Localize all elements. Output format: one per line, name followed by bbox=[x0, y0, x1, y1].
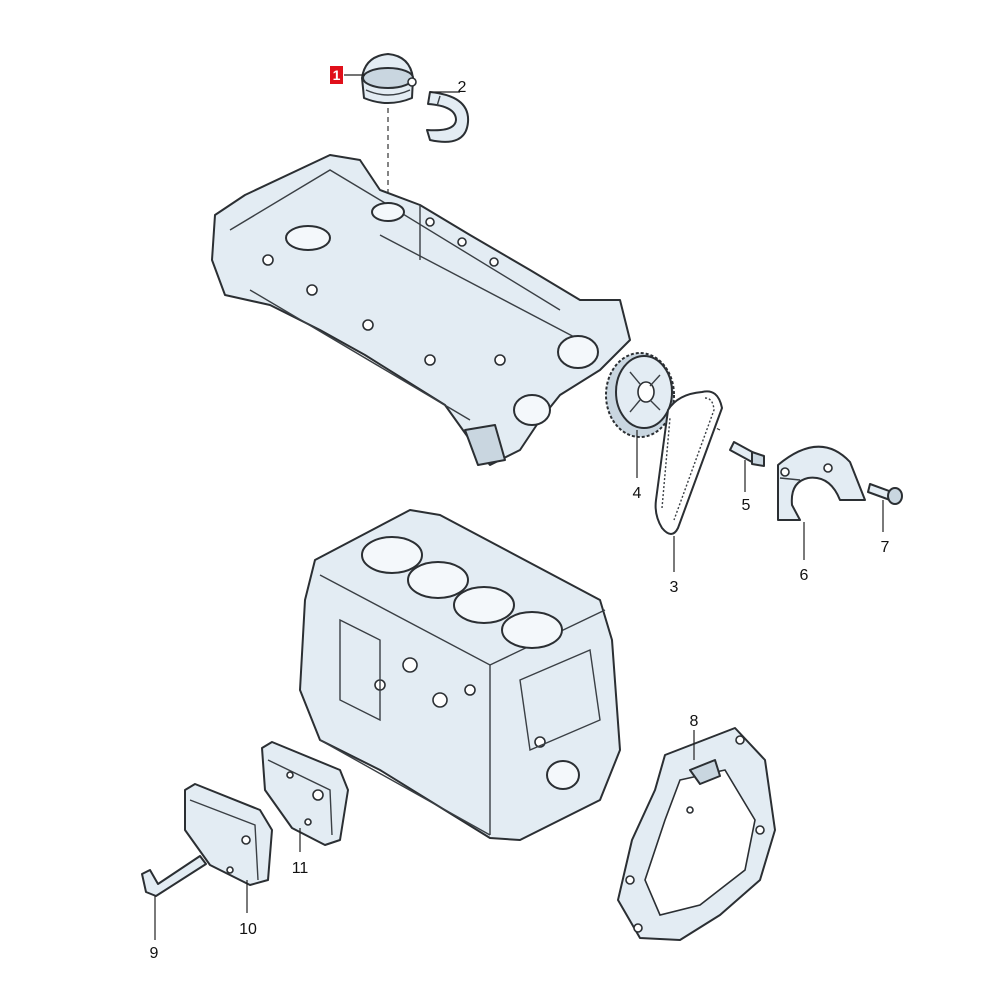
label-1-highlight bbox=[330, 66, 343, 84]
cylinder-block bbox=[299, 509, 621, 841]
label-5[interactable]: 5 bbox=[742, 497, 751, 514]
part-7-screw[interactable] bbox=[867, 483, 903, 505]
part-10-cover[interactable] bbox=[184, 783, 273, 886]
label-11[interactable]: 11 bbox=[292, 860, 309, 877]
label-1[interactable]: 1 bbox=[333, 67, 341, 83]
cylinder-head bbox=[211, 154, 631, 466]
label-6[interactable]: 6 bbox=[800, 567, 809, 584]
label-3[interactable]: 3 bbox=[670, 579, 679, 596]
label-4[interactable]: 4 bbox=[633, 485, 642, 502]
label-7[interactable]: 7 bbox=[881, 539, 890, 556]
part-8-gasket[interactable] bbox=[617, 727, 776, 941]
label-8[interactable]: 8 bbox=[690, 713, 699, 730]
part-1-filler-cap[interactable] bbox=[361, 53, 417, 104]
part-3-timing-belt[interactable] bbox=[654, 390, 723, 535]
label-10[interactable]: 10 bbox=[239, 921, 257, 938]
part-4-camshaft-sprocket[interactable] bbox=[605, 352, 675, 438]
part-5-bolt[interactable] bbox=[729, 441, 765, 467]
part-6-cover-plate[interactable] bbox=[777, 445, 866, 521]
label-2[interactable]: 2 bbox=[458, 79, 467, 96]
part-2-breather-hose[interactable] bbox=[426, 91, 470, 143]
part-9-hose[interactable] bbox=[141, 855, 207, 897]
part-11-housing[interactable] bbox=[261, 741, 349, 846]
label-9[interactable]: 9 bbox=[150, 945, 159, 962]
